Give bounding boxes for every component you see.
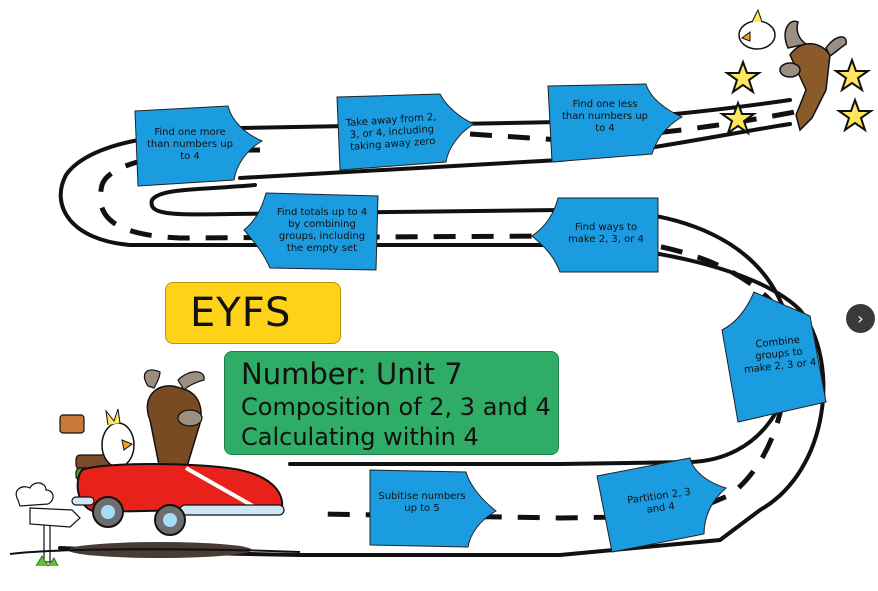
step-sign-shape <box>596 457 728 553</box>
chevron-right-icon: › <box>857 308 864 328</box>
road-edge-inner <box>149 183 794 466</box>
start-illustration <box>9 369 301 567</box>
unit-subtitle-calculating: Calculating within 4 <box>241 423 479 451</box>
star-icon <box>835 97 875 133</box>
star-icon <box>718 100 758 136</box>
step-sign-shape <box>531 197 659 273</box>
moose-icon <box>779 20 847 132</box>
unit-subtitle-composition: Composition of 2, 3 and 4 <box>241 393 551 421</box>
signpost-icon <box>43 521 51 563</box>
eyfs-label: EYFS <box>190 290 292 336</box>
road-edge-top-inner <box>238 122 792 180</box>
finish-illustration <box>718 8 875 136</box>
step-sign-shape <box>336 93 476 171</box>
unit-title: Number: Unit 7 <box>241 357 463 391</box>
road-edge-top-outer <box>238 98 792 130</box>
star-icon <box>832 57 872 93</box>
step-sign-shape <box>134 105 264 187</box>
cockatoo-icon <box>738 20 776 50</box>
step-sign-shape <box>721 291 827 423</box>
briefcase-icon <box>59 414 85 434</box>
star-icon <box>723 59 763 95</box>
step-sign-shape <box>243 192 379 271</box>
step-sign-shape <box>547 83 684 163</box>
eyfs-badge: EYFS <box>165 282 341 344</box>
unit-title-box: Number: Unit 7 Composition of 2, 3 and 4… <box>224 351 559 455</box>
moose-driver-icon <box>146 385 202 471</box>
road-centre-line-top <box>469 109 796 143</box>
next-slide-button[interactable]: › <box>846 304 875 333</box>
step-sign-shape <box>369 469 497 548</box>
dust-cloud-icon <box>15 482 54 507</box>
